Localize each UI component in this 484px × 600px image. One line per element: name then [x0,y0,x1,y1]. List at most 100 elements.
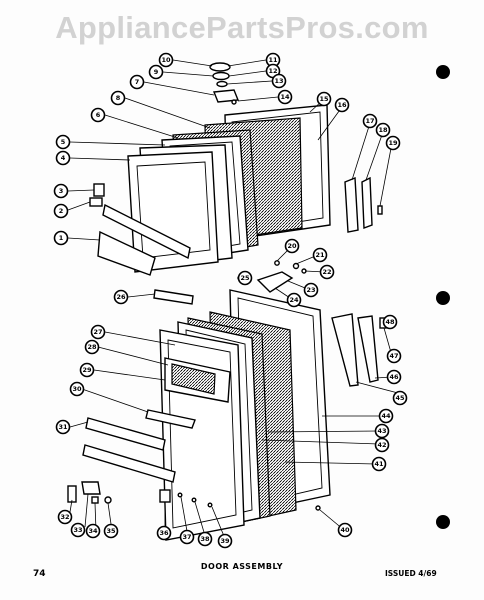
center-hinge-bracket [256,271,294,293]
callout-8: 8 [110,90,126,106]
part-39 [191,497,197,503]
svg-text:8: 8 [116,94,121,102]
binder-hole-top [436,65,450,79]
freezer-part-2 [89,197,103,207]
freezer-hinge-plate [213,89,239,103]
svg-text:16: 16 [337,101,347,109]
svg-text:5: 5 [61,138,66,146]
svg-text:15: 15 [319,95,329,103]
callout-1: 1 [53,230,69,246]
part-41-screw [315,505,321,511]
svg-text:14: 14 [280,93,290,101]
callout-46: 46 [386,369,402,385]
callout-33: 33 [70,522,86,538]
svg-text:31: 31 [58,423,68,431]
callout-32: 32 [57,509,73,525]
callout-34: 34 [85,523,101,539]
svg-text:11: 11 [268,56,278,64]
svg-text:20: 20 [287,242,297,250]
callout-47: 47 [386,348,402,364]
freezer-door-group [89,62,383,276]
callout-31: 31 [55,419,71,435]
svg-text:27: 27 [93,328,102,336]
svg-text:25: 25 [240,274,250,282]
freezer-part-3 [93,183,105,197]
hinge-screw-20 [292,262,300,270]
callout-35: 35 [103,523,119,539]
callout-23: 23 [303,282,319,298]
callout-15: 15 [316,91,332,107]
svg-text:23: 23 [306,286,315,294]
svg-text:34: 34 [88,527,98,535]
callout-38: 38 [197,531,213,547]
svg-text:22: 22 [322,268,331,276]
freezer-door-bin [97,230,156,276]
dairy-compartment-grid [171,363,216,395]
callout-2: 2 [53,203,69,219]
fresh-food-door-group [67,289,387,541]
freezer-hinge-bushing [216,80,228,88]
svg-text:42: 42 [377,441,386,449]
strip-16 [361,176,373,229]
door-shelf-31 [85,417,166,451]
page-number: 74 [33,569,46,579]
svg-text:18: 18 [378,126,388,134]
freezer-hinge-cap [209,62,231,72]
svg-text:13: 13 [274,77,283,85]
freezer-shelf-bar [102,203,191,260]
strip-17 [377,205,383,215]
svg-text:12: 12 [268,67,277,75]
callout-16: 16 [334,97,350,113]
callout-28: 28 [84,339,100,355]
svg-text:3: 3 [59,187,64,195]
callout-45: 45 [392,390,408,406]
svg-text:24: 24 [289,296,299,304]
callout-25: 25 [237,270,253,286]
svg-text:4: 4 [61,154,66,162]
part-36 [104,496,112,504]
callout-42: 42 [374,437,390,453]
door-shelf-30 [145,409,196,429]
svg-text:35: 35 [106,527,116,535]
strip-47 [357,315,379,383]
svg-text:47: 47 [389,352,398,360]
watermark: AppliancePartsPros.com [55,10,429,45]
door-stop-bracket [153,289,194,305]
callout-39: 39 [217,533,233,549]
callout-48: 48 [382,314,398,330]
callout-43: 43 [374,423,390,439]
callout-10: 10 [158,52,174,68]
svg-text:28: 28 [87,343,97,351]
callout-18: 18 [375,122,391,138]
callout-40: 40 [337,522,353,538]
svg-text:21: 21 [315,251,325,259]
callout-41: 41 [371,456,387,472]
callout-26: 26 [113,289,129,305]
svg-text:44: 44 [381,412,391,420]
binder-hole-bottom [436,515,450,529]
svg-text:30: 30 [72,385,82,393]
svg-text:36: 36 [159,529,169,537]
svg-text:29: 29 [82,366,92,374]
svg-text:39: 39 [220,537,230,545]
svg-text:32: 32 [60,513,69,521]
callout-6: 6 [90,107,106,123]
part-34 [81,481,101,495]
freezer-door-liner-front [127,151,219,273]
callout-24: 24 [286,292,302,308]
svg-text:43: 43 [377,427,386,435]
freezer-hinge-washer [212,71,230,81]
svg-text:1: 1 [59,234,64,242]
svg-text:38: 38 [200,535,210,543]
part-37 [159,489,171,503]
callout-29: 29 [79,362,95,378]
callout-36: 36 [156,525,172,541]
door-shelf-32 [82,444,176,483]
svg-text:40: 40 [340,526,350,534]
part-38 [177,492,183,498]
svg-text:7: 7 [135,78,140,86]
part-35 [91,496,99,504]
hinge-screw-19 [274,260,280,266]
